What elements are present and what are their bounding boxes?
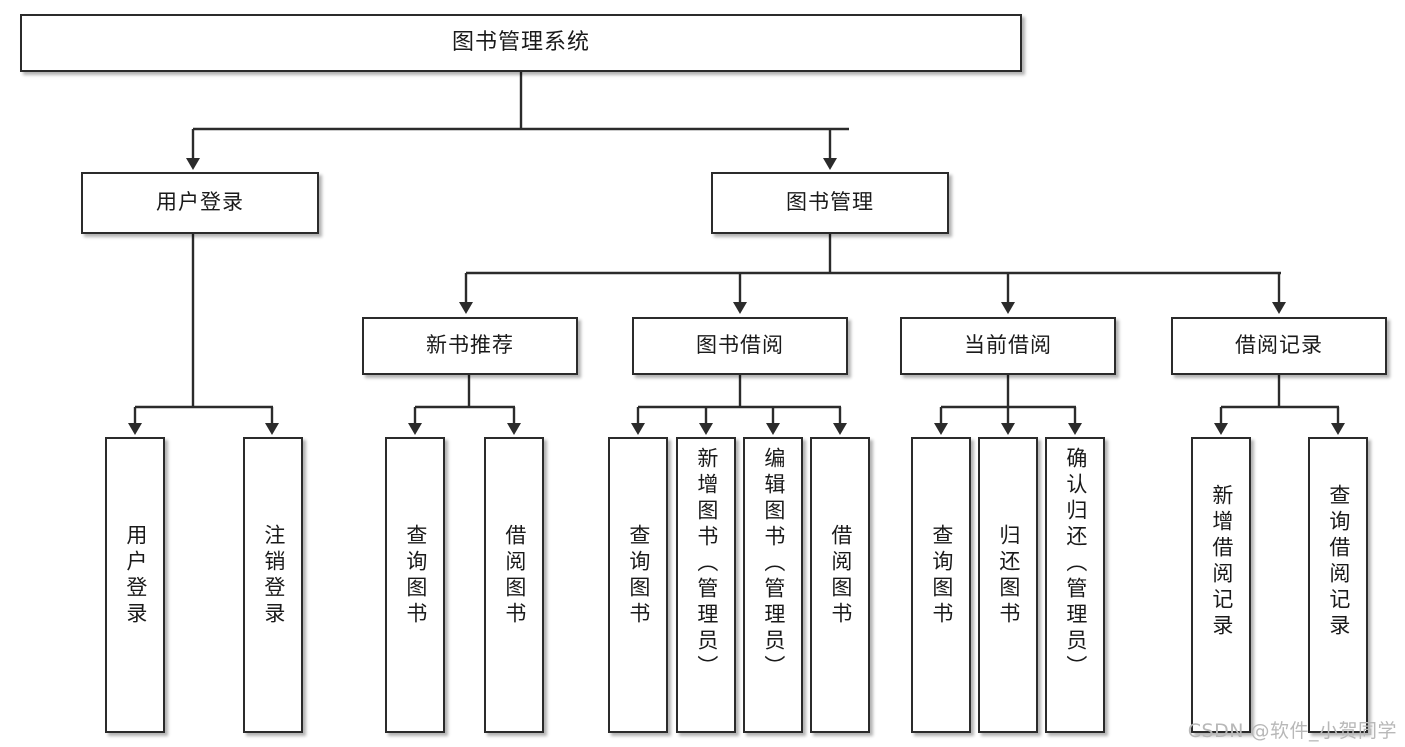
leaf-logout[interactable]: 注销登录 [243, 437, 303, 733]
node-book-management[interactable]: 图书管理 [711, 172, 949, 234]
node-borrow-record[interactable]: 借阅记录 [1171, 317, 1387, 375]
leaf-query-book-new[interactable]: 查询图书 [385, 437, 445, 733]
leaf-query-borrow-record-label: 查询借阅记录 [1326, 484, 1351, 640]
leaf-add-book-admin-label: 新增图书（管理员） [694, 447, 719, 681]
leaf-query-book-borrow[interactable]: 查询图书 [608, 437, 668, 733]
leaf-query-book-current[interactable]: 查询图书 [911, 437, 971, 733]
leaf-add-book-admin[interactable]: 新增图书（管理员） [676, 437, 736, 733]
node-new-book-recommend-label: 新书推荐 [426, 333, 514, 358]
leaf-confirm-return-admin-label: 确认归还（管理员） [1063, 447, 1088, 681]
node-book-borrow[interactable]: 图书借阅 [632, 317, 848, 375]
leaf-user-login[interactable]: 用户登录 [105, 437, 165, 733]
node-user-login[interactable]: 用户登录 [81, 172, 319, 234]
leaf-edit-book-admin[interactable]: 编辑图书（管理员） [743, 437, 803, 733]
watermark: CSDN @软件_小贺同学 [1187, 720, 1397, 742]
leaf-user-login-label: 用户登录 [123, 524, 148, 628]
leaf-query-book-new-label: 查询图书 [403, 524, 428, 628]
node-root[interactable]: 图书管理系统 [20, 14, 1022, 72]
leaf-confirm-return-admin[interactable]: 确认归还（管理员） [1045, 437, 1105, 733]
node-user-login-label: 用户登录 [156, 190, 244, 215]
node-current-borrow-label: 当前借阅 [964, 333, 1052, 358]
node-root-label: 图书管理系统 [451, 29, 590, 55]
node-current-borrow[interactable]: 当前借阅 [900, 317, 1116, 375]
leaf-query-borrow-record[interactable]: 查询借阅记录 [1308, 437, 1368, 733]
leaf-borrow-book-label: 借阅图书 [828, 524, 853, 628]
leaf-borrow-book-new-label: 借阅图书 [502, 524, 527, 628]
leaf-add-borrow-record-label: 新增借阅记录 [1209, 484, 1234, 640]
node-book-management-label: 图书管理 [786, 190, 874, 215]
node-new-book-recommend[interactable]: 新书推荐 [362, 317, 578, 375]
leaf-query-book-current-label: 查询图书 [929, 524, 954, 628]
leaf-return-book-label: 归还图书 [996, 524, 1021, 628]
leaf-logout-label: 注销登录 [261, 524, 286, 628]
leaf-edit-book-admin-label: 编辑图书（管理员） [761, 447, 786, 681]
node-borrow-record-label: 借阅记录 [1235, 333, 1323, 358]
leaf-borrow-book[interactable]: 借阅图书 [810, 437, 870, 733]
leaf-add-borrow-record[interactable]: 新增借阅记录 [1191, 437, 1251, 733]
leaf-return-book[interactable]: 归还图书 [978, 437, 1038, 733]
leaf-query-book-borrow-label: 查询图书 [626, 524, 651, 628]
node-book-borrow-label: 图书借阅 [696, 333, 784, 358]
leaf-borrow-book-new[interactable]: 借阅图书 [484, 437, 544, 733]
